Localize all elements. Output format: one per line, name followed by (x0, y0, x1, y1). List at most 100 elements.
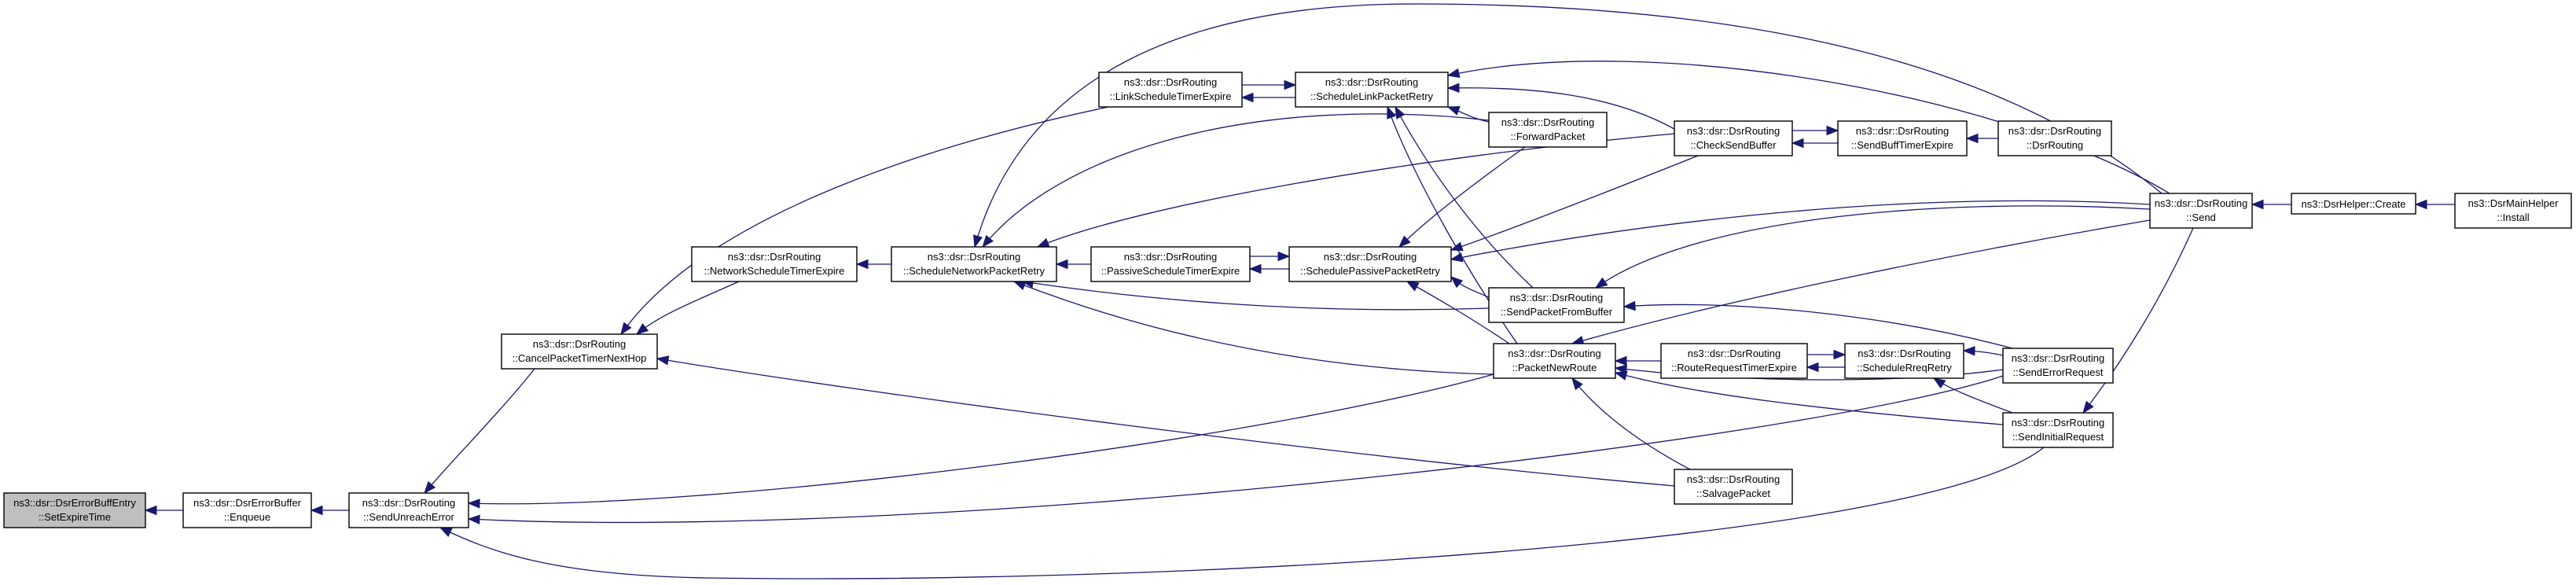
edge-packetnewroute-to-schednetretry (1012, 281, 1494, 375)
node-label-line1: ns3::dsr::DsrRouting (2012, 352, 2105, 364)
node-linkschedexpire[interactable]: ns3::dsr::DsrRouting::LinkScheduleTimerE… (1098, 72, 1243, 108)
arrowhead (1932, 377, 1946, 389)
node-netschedexpire[interactable]: ns3::dsr::DsrRouting::NetworkScheduleTim… (691, 246, 858, 282)
node-mainhelper[interactable]: ns3::DsrMainHelper::Install (2454, 193, 2572, 229)
arrowhead (1594, 277, 1608, 289)
edge-line (1013, 281, 1494, 375)
edge-netschedexpire-to-cancelnexthop (635, 281, 740, 335)
edge-sendinitialreq-to-packetnewroute (1614, 370, 2004, 425)
node-box (1488, 287, 1625, 323)
edge-line (1406, 281, 1510, 344)
node-helpercreate[interactable]: ns3::DsrHelper::Create (2291, 193, 2416, 215)
node-label-line1: ns3::dsr::DsrRouting (1510, 292, 1604, 304)
arrowhead (1571, 377, 1583, 391)
arrowhead (2251, 199, 2264, 210)
edge-senderrorreq-to-sendfrombuffer (1622, 300, 2013, 349)
arrowhead (1277, 251, 1291, 262)
edge-line (1595, 205, 2151, 289)
node-rreqexpire[interactable]: ns3::dsr::DsrRouting::RouteRequestTimerE… (1660, 343, 1808, 379)
node-label-line1: ns3::dsr::DsrRouting (1124, 76, 1218, 88)
node-cancelnexthop[interactable]: ns3::dsr::DsrRouting::CancelPacketTimerN… (501, 333, 658, 370)
node-label-line1: ns3::dsr::DsrRouting (928, 251, 1021, 263)
arrowhead (1446, 68, 1461, 79)
node-label-line2: ::SendInitialRequest (2012, 431, 2104, 443)
node-label-line1: ns3::dsr::DsrRouting (1858, 348, 1951, 359)
edge-line (1021, 281, 1490, 311)
edge-line (439, 447, 2045, 579)
node-box (501, 333, 658, 370)
node-label-line1: ns3::dsr::DsrRouting (1687, 125, 1780, 137)
edge-sendunreach-to-enqueue (310, 505, 349, 516)
arrowhead (1450, 252, 1464, 263)
node-sendfrombuffer[interactable]: ns3::dsr::DsrRouting::SendPacketFromBuff… (1488, 287, 1625, 323)
node-passschedexpire[interactable]: ns3::dsr::DsrRouting::PassiveScheduleTim… (1090, 246, 1251, 282)
node-schedrreqretry[interactable]: ns3::dsr::DsrRouting::ScheduleRreqRetry (1844, 343, 1964, 379)
arrowhead (1036, 237, 1050, 248)
node-box (1288, 246, 1452, 282)
node-forwardpacket[interactable]: ns3::dsr::DsrRouting::ForwardPacket (1488, 112, 1608, 148)
edge-checksendbuffer-to-schedpassretry (1450, 155, 1699, 252)
node-label-line2: ::Send (2186, 212, 2216, 223)
node-label-line2: ::SchedulePassivePacketRetry (1300, 265, 1440, 277)
edge-line (1571, 377, 1691, 470)
node-sendunreach[interactable]: ns3::dsr::DsrRouting::SendUnreachError (348, 492, 469, 528)
edge-line (636, 281, 740, 335)
arrowhead (1622, 300, 1636, 311)
edge-line (1398, 146, 1526, 248)
arrowhead (1055, 259, 1068, 270)
node-schedlinkretry[interactable]: ns3::dsr::DsrRouting::ScheduleLinkPacket… (1295, 72, 1449, 108)
node-checksendbuffer[interactable]: ns3::dsr::DsrRouting::CheckSendBuffer (1674, 120, 1793, 156)
node-sendbuffexpire[interactable]: ns3::dsr::DsrRouting::SendBuffTimerExpir… (1837, 120, 1968, 156)
node-label-line1: ns3::dsr::DsrRouting (1508, 348, 1601, 359)
node-box (2002, 348, 2114, 384)
node-box (2291, 193, 2416, 215)
node-label-line2: ::ScheduleRreqRetry (1857, 362, 1952, 373)
node-label-line1: ns3::dsr::DsrErrorBuffer (193, 497, 302, 509)
edge-sendfrombuffer-to-schedpassretry (1450, 276, 1490, 298)
arrowhead (1450, 241, 1464, 252)
node-label-line1: ns3::dsr::DsrRouting (728, 251, 821, 263)
node-label-line1: ns3::dsr::DsrRouting (1124, 251, 1218, 263)
node-schedpassretry[interactable]: ns3::dsr::DsrRouting::SchedulePassivePac… (1288, 246, 1452, 282)
node-packetnewroute[interactable]: ns3::dsr::DsrRouting::PacketNewRoute (1493, 343, 1616, 379)
node-sendinitialreq[interactable]: ns3::dsr::DsrRouting::SendInitialRequest (2002, 412, 2114, 448)
node-label-line2: ::ForwardPacket (1511, 131, 1586, 142)
edge-checksendbuffer-to-schedlinkretry (1446, 83, 1675, 130)
arrowhead (1446, 106, 1461, 116)
node-label-line2: ::RouteRequestTimerExpire (1671, 362, 1797, 373)
edge-line (1615, 372, 2004, 425)
arrowhead (424, 480, 436, 495)
node-setexpire[interactable]: ns3::dsr::DsrErrorBuffEntry::SetExpireTi… (3, 492, 146, 528)
edge-send-to-packetnewroute (1571, 219, 2151, 346)
node-schednetretry[interactable]: ns3::dsr::DsrRouting::ScheduleNetworkPac… (891, 246, 1057, 282)
edge-line (424, 368, 535, 494)
node-senderrorreq[interactable]: ns3::dsr::DsrRouting::SendErrorRequest (2002, 348, 2114, 384)
node-label-line1: ns3::dsr::DsrRouting (1324, 251, 1417, 263)
node-label-line1: ns3::dsr::DsrErrorBuffEntry (13, 497, 136, 509)
node-box (1674, 469, 1793, 505)
edge-schednetretry-to-netschedexpire (855, 259, 891, 270)
edge-line (1450, 155, 1699, 251)
edge-senderrorreq-to-sendunreach (467, 375, 2004, 524)
arrowhead (2082, 400, 2094, 414)
arrowhead (1806, 362, 1819, 373)
node-enqueue[interactable]: ns3::dsr::DsrErrorBuffer::Enqueue (182, 492, 312, 528)
edge-line (982, 113, 1490, 248)
edge-line (656, 358, 1675, 487)
edge-rreqexpire-to-packetnewroute (1614, 355, 1661, 366)
node-box (2002, 412, 2114, 448)
node-label-line2: ::ScheduleLinkPacketRetry (1310, 90, 1434, 102)
node-send[interactable]: ns3::dsr::DsrRouting::Send (2149, 193, 2253, 229)
arrowhead (467, 514, 480, 524)
edge-passschedexpire-to-schedpassretry (1250, 251, 1291, 262)
node-label-line1: ns3::dsr::DsrRouting (1501, 116, 1595, 128)
node-label-line1: ns3::dsr::DsrRouting (1325, 76, 1419, 88)
node-salvage[interactable]: ns3::dsr::DsrRouting::SalvagePacket (1674, 469, 1793, 505)
edge-line (1450, 200, 2151, 260)
arrowhead (1398, 235, 1411, 248)
node-box (2149, 193, 2253, 229)
node-dsrrouting[interactable]: ns3::dsr::DsrRouting::DsrRouting (1997, 120, 2112, 156)
node-box (3, 492, 146, 528)
edge-line (974, 3, 2163, 248)
node-label-line1: ns3::dsr::DsrRouting (2012, 417, 2105, 429)
